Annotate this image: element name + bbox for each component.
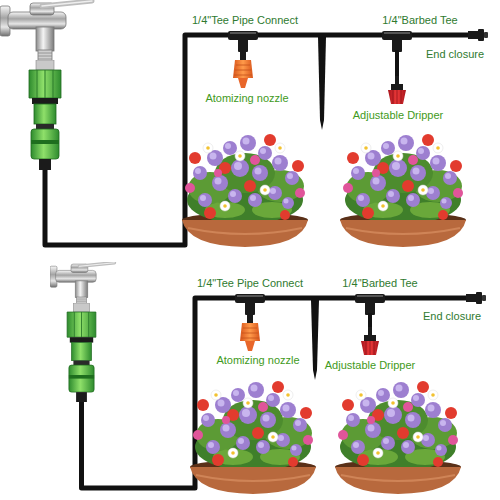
fitting-label: 1/4"Barbed Tee: [382, 14, 457, 27]
hose-connector: [29, 60, 61, 170]
dripper-tube: [395, 50, 399, 78]
bottom-system: [50, 263, 486, 494]
adjustable-dripper: [388, 76, 406, 104]
flower-pot: [335, 381, 461, 494]
flower-pot: [182, 134, 308, 247]
part-label: Adjustable Dripper: [325, 359, 416, 372]
tee-connector: [228, 31, 258, 52]
atomizing-nozzle: [240, 313, 260, 351]
atomizing-nozzle: [233, 50, 253, 88]
fitting-label: 1/4"Tee Pipe Connect: [197, 277, 303, 290]
part-label: Atomizing nozzle: [205, 92, 288, 105]
hose-connector: [67, 303, 96, 402]
top-system: [0, 1, 488, 247]
adjustable-dripper: [361, 327, 379, 355]
fitting-label: End closure: [426, 48, 484, 61]
part-label: Atomizing nozzle: [216, 354, 299, 367]
flower-pot: [190, 381, 316, 494]
part-label: Adjustable Dripper: [353, 109, 444, 122]
tee-connector: [235, 294, 265, 315]
end-closure: [466, 292, 486, 304]
stake: [318, 37, 326, 130]
fitting-label: End closure: [423, 310, 481, 323]
fitting-label: 1/4"Tee Pipe Connect: [192, 14, 298, 27]
barbed-tee: [382, 31, 412, 52]
faucet: [50, 263, 114, 306]
end-closure: [468, 29, 488, 41]
stake: [311, 300, 319, 380]
barbed-tee: [355, 294, 385, 315]
dripper-tube: [368, 313, 372, 329]
fitting-label: 1/4"Barbed Tee: [342, 277, 417, 290]
faucet: [0, 1, 92, 62]
flower-pot: [340, 134, 466, 247]
